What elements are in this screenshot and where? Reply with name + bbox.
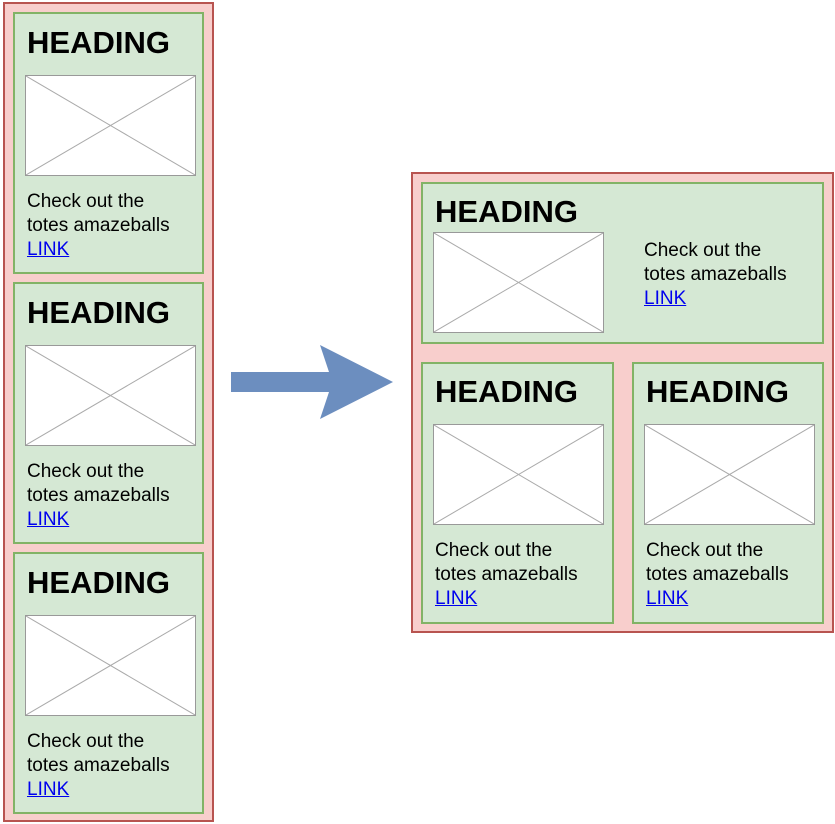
card-text-line-1: Check out the <box>435 540 553 561</box>
card-text-line-2: totes amazeballs <box>27 755 170 776</box>
card-text-line-1: Check out the <box>644 240 762 261</box>
image-placeholder-icon <box>433 232 604 333</box>
card-heading: HEADING <box>435 374 578 409</box>
image-placeholder-icon <box>433 424 604 525</box>
card-link[interactable]: LINK <box>435 588 478 609</box>
card-text-line-2: totes amazeballs <box>27 215 170 236</box>
card-text-line-2: totes amazeballs <box>435 564 578 585</box>
card-grid-bottom-right: HEADING Check out the totes amazeballs L… <box>632 362 824 624</box>
card-heading: HEADING <box>27 565 170 600</box>
card-link[interactable]: LINK <box>27 509 70 530</box>
image-placeholder-icon <box>25 345 196 446</box>
card-text: Check out the totes amazeballs LINK <box>644 239 787 311</box>
grid-layout-container: HEADING Check out the totes amazeballs L… <box>411 172 834 633</box>
card-text-line-1: Check out the <box>27 191 145 212</box>
card-stacked-3: HEADING Check out the totes amazeballs L… <box>13 552 204 814</box>
card-text: Check out the totes amazeballs LINK <box>27 190 170 262</box>
stacked-layout-container: HEADING Check out the totes amazeballs L… <box>3 2 214 822</box>
image-placeholder-icon <box>25 615 196 716</box>
card-text: Check out the totes amazeballs LINK <box>646 539 789 611</box>
card-text-line-1: Check out the <box>27 731 145 752</box>
card-text-line-2: totes amazeballs <box>27 485 170 506</box>
card-stacked-2: HEADING Check out the totes amazeballs L… <box>13 282 204 544</box>
card-link[interactable]: LINK <box>27 239 70 260</box>
card-heading: HEADING <box>646 374 789 409</box>
card-text-line-2: totes amazeballs <box>644 264 787 285</box>
card-grid-bottom-left: HEADING Check out the totes amazeballs L… <box>421 362 614 624</box>
card-heading: HEADING <box>27 25 170 60</box>
image-placeholder-icon <box>25 75 196 176</box>
card-text: Check out the totes amazeballs LINK <box>435 539 578 611</box>
card-link[interactable]: LINK <box>27 779 70 800</box>
card-heading: HEADING <box>435 194 578 229</box>
card-grid-wide: HEADING Check out the totes amazeballs L… <box>421 182 824 344</box>
card-text-line-1: Check out the <box>27 461 145 482</box>
card-stacked-1: HEADING Check out the totes amazeballs L… <box>13 12 204 274</box>
right-arrow-icon <box>231 345 393 419</box>
image-placeholder-icon <box>644 424 815 525</box>
card-text: Check out the totes amazeballs LINK <box>27 730 170 802</box>
card-text-line-1: Check out the <box>646 540 764 561</box>
card-text: Check out the totes amazeballs LINK <box>27 460 170 532</box>
card-text-line-2: totes amazeballs <box>646 564 789 585</box>
card-heading: HEADING <box>27 295 170 330</box>
card-link[interactable]: LINK <box>646 588 689 609</box>
card-link[interactable]: LINK <box>644 288 687 309</box>
